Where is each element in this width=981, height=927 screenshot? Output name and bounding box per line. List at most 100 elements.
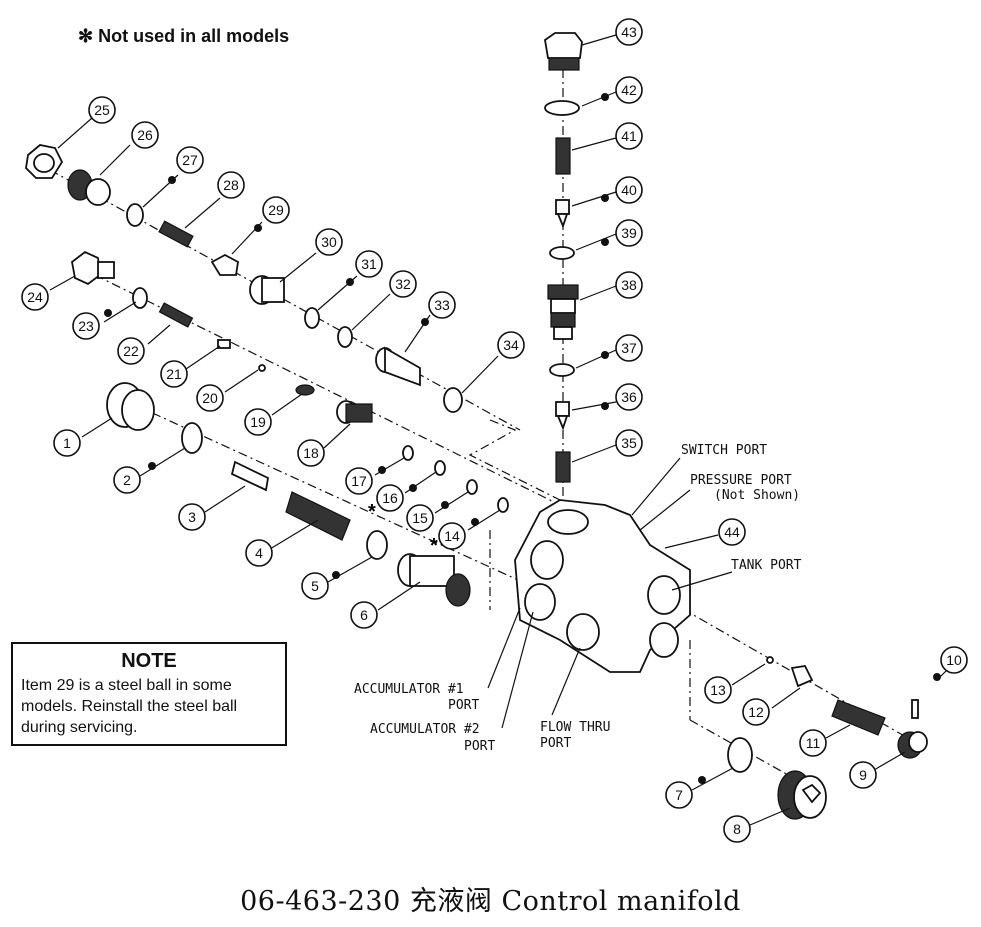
callout-24: 24 bbox=[21, 283, 49, 311]
part-6-spool bbox=[397, 553, 471, 607]
part-1-plug bbox=[106, 382, 155, 431]
callout-number-15: 15 bbox=[412, 510, 428, 526]
callout-number-24: 24 bbox=[27, 289, 43, 305]
part-10-pin bbox=[911, 699, 919, 719]
callout-circle-20 bbox=[196, 384, 224, 412]
switch-port-label: SWITCH PORT bbox=[681, 443, 767, 458]
part-23-oring bbox=[132, 287, 148, 309]
callout-number-3: 3 bbox=[188, 509, 196, 525]
callout-circle-26 bbox=[131, 121, 159, 149]
callout-44: 44 bbox=[718, 518, 746, 546]
part-11-spring bbox=[831, 699, 886, 736]
part-5-oring bbox=[366, 530, 388, 560]
part-7-oring bbox=[727, 737, 753, 773]
callout-circle-1 bbox=[53, 429, 81, 457]
callout-number-21: 21 bbox=[166, 366, 182, 382]
callout-43: 43 bbox=[615, 18, 643, 46]
part-34-ring bbox=[443, 387, 463, 413]
callout-number-30: 30 bbox=[321, 234, 337, 250]
callout-number-32: 32 bbox=[395, 276, 411, 292]
note-line-3: during servicing. bbox=[21, 719, 138, 736]
accumulator-1-label: ACCUMULATOR #1 bbox=[354, 682, 464, 697]
callout-circle-42 bbox=[615, 76, 643, 104]
callout-circle-4 bbox=[245, 539, 273, 567]
callout-circle-36 bbox=[615, 383, 643, 411]
callout-circle-33 bbox=[428, 291, 456, 319]
callout-circle-31 bbox=[355, 250, 383, 278]
callout-number-34: 34 bbox=[503, 337, 519, 353]
callout-number-31: 31 bbox=[361, 256, 377, 272]
callout-circle-22 bbox=[117, 337, 145, 365]
accumulator-2-port: PORT bbox=[464, 739, 495, 754]
part-32-washer bbox=[337, 326, 353, 348]
callout-number-35: 35 bbox=[621, 435, 637, 451]
part-21-pin bbox=[217, 339, 231, 349]
callout-number-25: 25 bbox=[94, 102, 110, 118]
callout-12: 12 bbox=[742, 698, 770, 726]
asterisk-mark-5: * bbox=[368, 501, 376, 523]
callout-circle-39 bbox=[615, 219, 643, 247]
callout-number-17: 17 bbox=[351, 473, 367, 489]
callout-36: 36 bbox=[615, 383, 643, 411]
note-title: NOTE bbox=[121, 650, 177, 672]
callout-35: 35 bbox=[615, 429, 643, 457]
accumulator-2-label: ACCUMULATOR #2 bbox=[370, 722, 480, 737]
callout-38: 38 bbox=[615, 271, 643, 299]
part-28-spring bbox=[158, 220, 194, 248]
part-2-oring bbox=[181, 422, 203, 454]
callout-13: 13 bbox=[704, 676, 732, 704]
callout-2: 2 bbox=[113, 466, 141, 494]
callout-40: 40 bbox=[615, 176, 643, 204]
callout-number-9: 9 bbox=[859, 767, 867, 783]
callout-circle-3 bbox=[178, 503, 206, 531]
callout-number-16: 16 bbox=[382, 490, 398, 506]
part-14-ring bbox=[497, 497, 509, 513]
callout-16: 16 bbox=[376, 484, 404, 512]
callout-31: 31 bbox=[355, 250, 383, 278]
callout-circle-38 bbox=[615, 271, 643, 299]
part-42-ring bbox=[544, 100, 580, 116]
callout-number-11: 11 bbox=[806, 735, 821, 751]
callout-8: 8 bbox=[723, 815, 751, 843]
callout-37: 37 bbox=[615, 334, 643, 362]
callout-number-27: 27 bbox=[182, 152, 198, 168]
callout-39: 39 bbox=[615, 219, 643, 247]
callout-number-36: 36 bbox=[621, 389, 637, 405]
callout-7: 7 bbox=[665, 781, 693, 809]
part-8-plug bbox=[777, 770, 827, 820]
callout-26: 26 bbox=[131, 121, 159, 149]
callout-14: 14 bbox=[438, 522, 466, 550]
centerline-zigzag bbox=[468, 419, 561, 501]
part-24-fitting bbox=[71, 250, 115, 286]
callout-number-14: 14 bbox=[444, 528, 460, 544]
callout-circle-35 bbox=[615, 429, 643, 457]
callout-circle-44 bbox=[718, 518, 746, 546]
callout-circle-18 bbox=[297, 439, 325, 467]
part-29-poppet bbox=[210, 253, 239, 276]
callout-number-28: 28 bbox=[223, 177, 239, 193]
callout-number-33: 33 bbox=[434, 297, 450, 313]
note-body: Item 29 is a steel ball in some models. … bbox=[13, 673, 285, 738]
centerline-right bbox=[649, 589, 921, 746]
callout-number-23: 23 bbox=[78, 318, 94, 334]
note-box: NOTE Item 29 is a steel ball in some mod… bbox=[11, 642, 287, 746]
callout-circle-10 bbox=[940, 646, 968, 674]
callout-circle-14 bbox=[438, 522, 466, 550]
callout-42: 42 bbox=[615, 76, 643, 104]
callout-balloons: 1234567891011121314151617181920212223242… bbox=[21, 18, 968, 843]
callout-number-6: 6 bbox=[360, 607, 368, 623]
callout-21: 21 bbox=[160, 360, 188, 388]
note-line-1: Item 29 is a steel ball in some bbox=[21, 677, 232, 694]
not-used-note: ✻ Not used in all models bbox=[78, 26, 290, 46]
callout-41: 41 bbox=[615, 122, 643, 150]
callout-circle-17 bbox=[345, 467, 373, 495]
tank-port-label: TANK PORT bbox=[731, 558, 802, 573]
callout-circle-19 bbox=[244, 408, 272, 436]
callout-25: 25 bbox=[88, 96, 116, 124]
callout-circle-32 bbox=[389, 270, 417, 298]
callout-circle-41 bbox=[615, 122, 643, 150]
pressure-port-sublabel: (Not Shown) bbox=[714, 488, 800, 503]
callout-number-2: 2 bbox=[123, 472, 131, 488]
callout-circle-7 bbox=[665, 781, 693, 809]
callout-17: 17 bbox=[345, 467, 373, 495]
